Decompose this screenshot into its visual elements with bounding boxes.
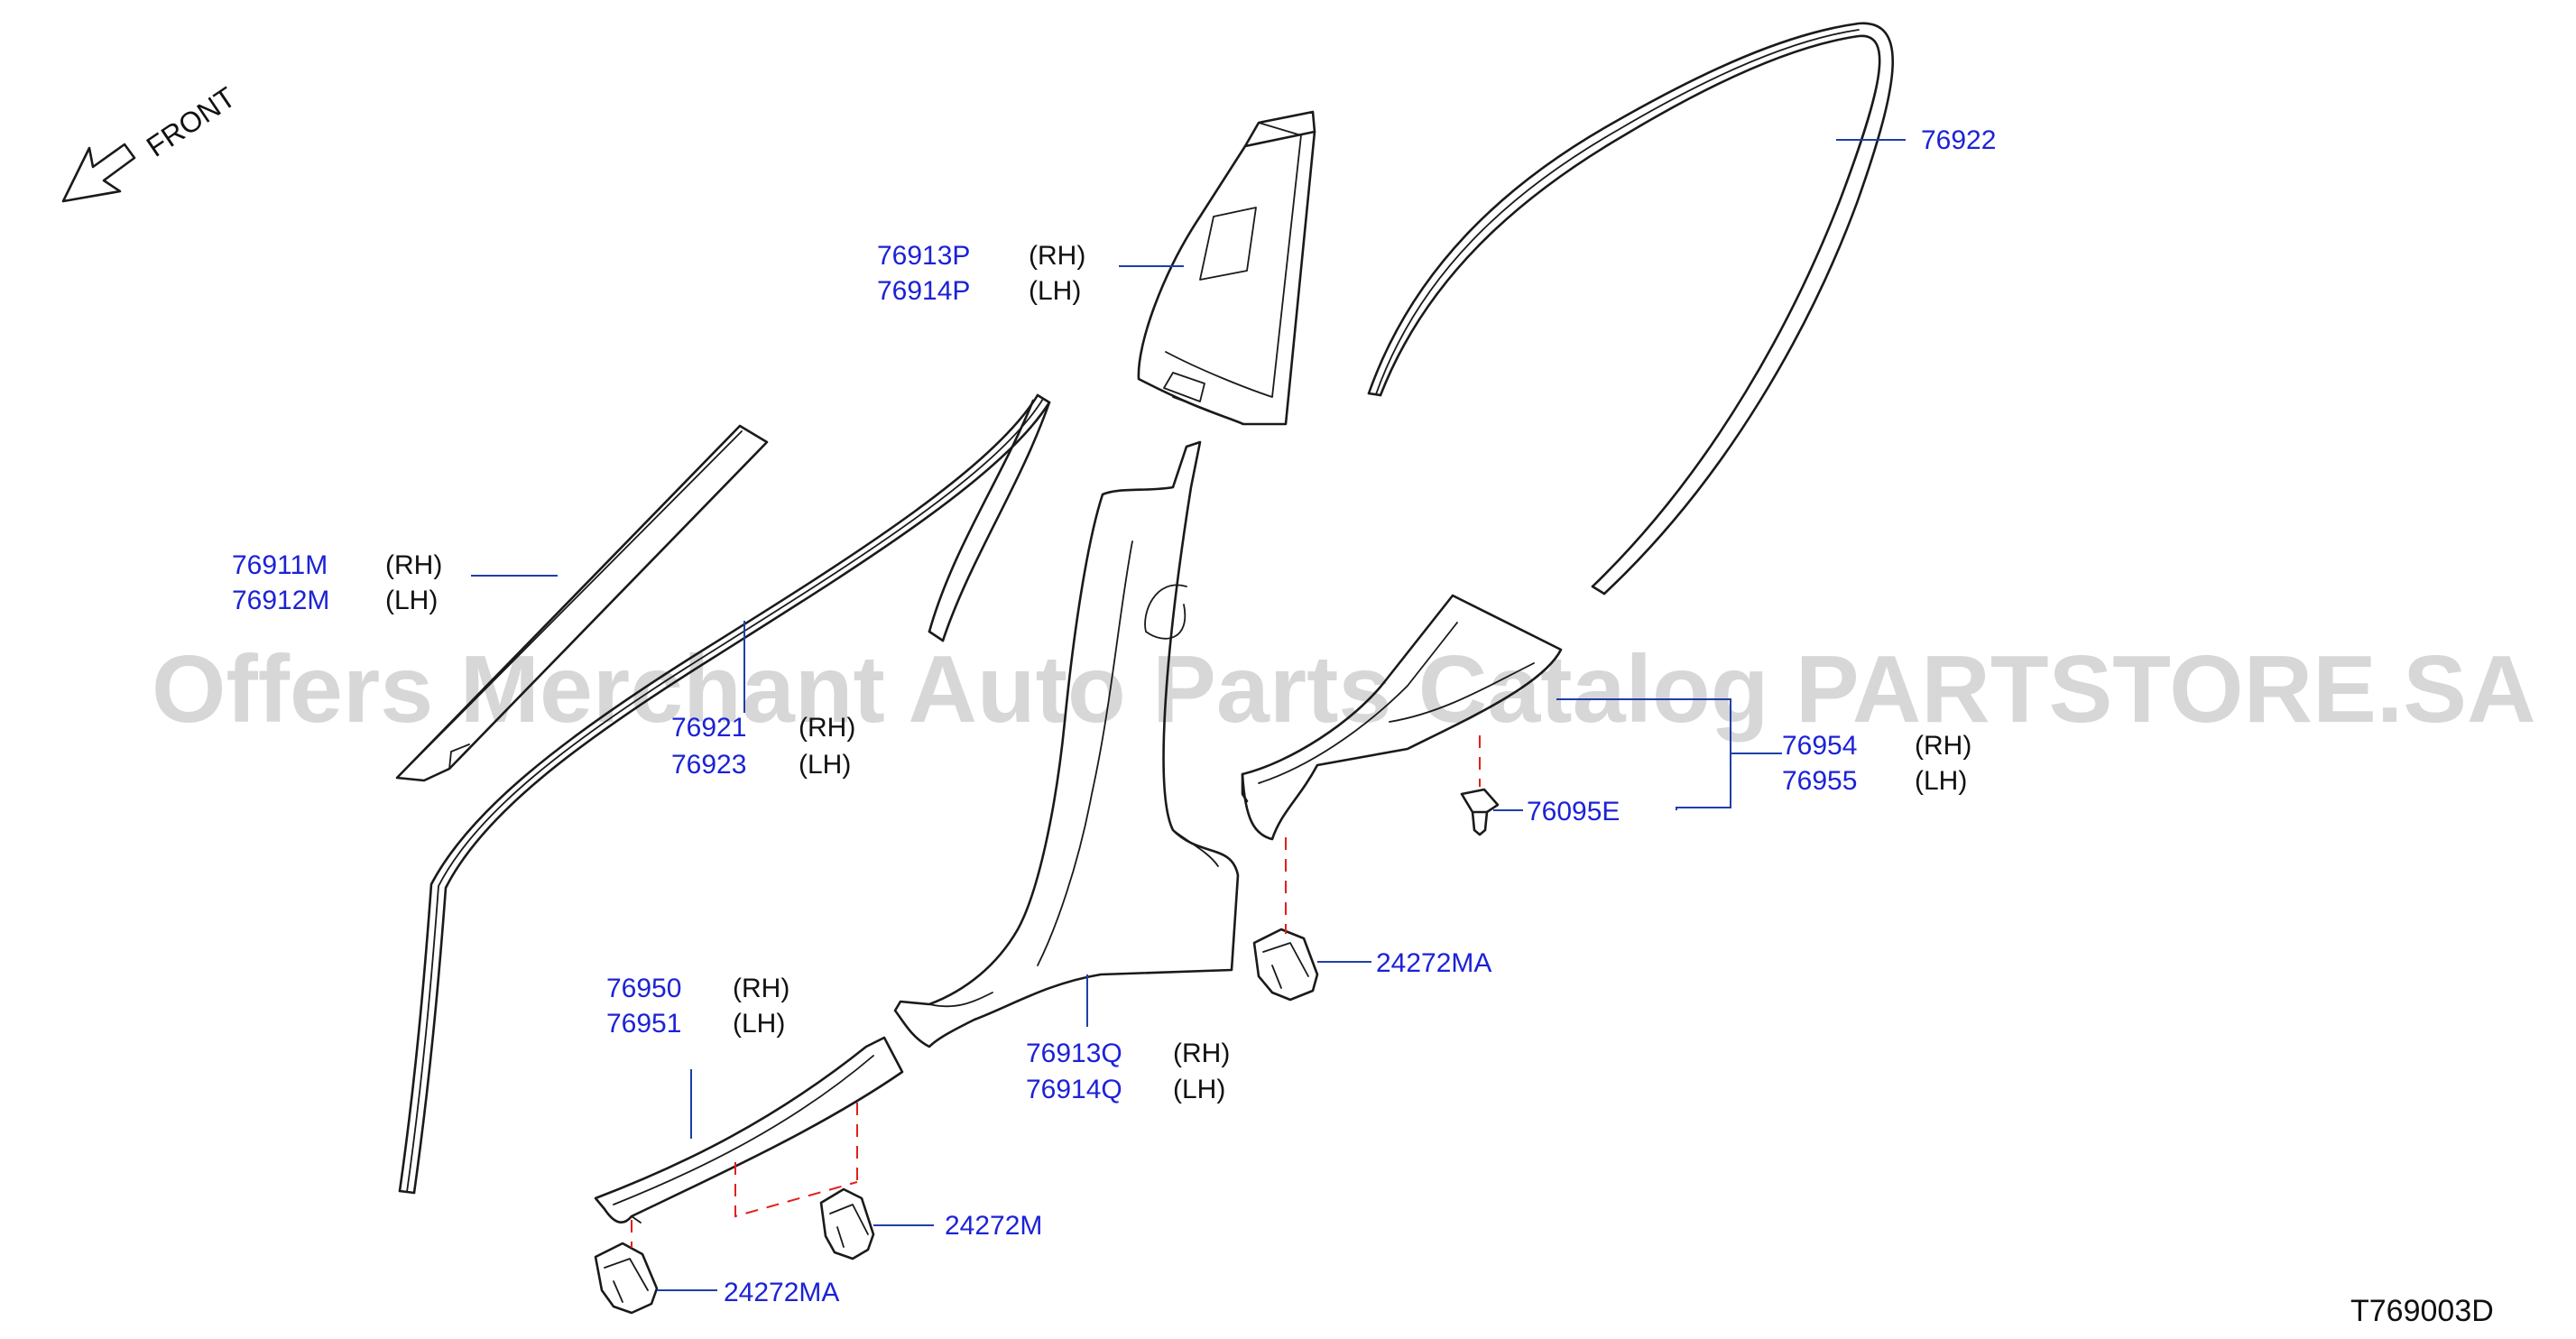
bracket-lower-part [594,1242,659,1315]
label-76950-side: (RH) [733,974,789,1003]
front-direction-indicator: FRONT [61,80,241,203]
label-76950: 76950 [606,974,681,1003]
label-24272m: 24272M [945,1211,1042,1241]
front-kick-plate-part [594,1036,904,1224]
watermark: Offers Merchant Auto Parts Catalog PARTS… [152,636,2536,743]
label-76951-side: (LH) [733,1009,785,1039]
label-76914q-side: (LH) [1173,1075,1225,1104]
label-24272ma-upper: 24272MA [1376,948,1491,978]
front-label: FRONT [141,80,241,162]
label-76921-side: (RH) [799,713,855,743]
label-76911m: 76911M [232,550,328,580]
label-76912m: 76912M [232,586,329,615]
lower-pillar-trim-part [893,440,1240,1048]
arrow-down-left-icon [61,143,136,203]
upper-pillar-trim-part [1137,110,1316,426]
label-76923: 76923 [671,750,746,780]
front-weatherstrip-part [398,393,1051,1195]
label-76914p-side: (LH) [1029,276,1081,306]
label-76913q: 76913Q [1026,1039,1122,1068]
guide-mid-bracket-a [734,1162,858,1218]
bracket-mid-part [819,1187,875,1261]
label-76951: 76951 [606,1009,681,1039]
a-pillar-garnish-part [395,424,769,782]
clip-part [1460,788,1500,836]
label-76914p: 76914P [877,276,970,306]
label-76922: 76922 [1921,125,1996,155]
label-76955-side: (LH) [1915,766,1967,796]
label-76954-side: (RH) [1915,731,1971,761]
weatherstrip-part [1367,22,1895,596]
label-76921: 76921 [671,713,746,743]
label-76095e: 76095E [1527,797,1620,826]
diagram-code: T769003D [2350,1294,2494,1328]
label-76923-side: (LH) [799,750,851,780]
label-76911m-side: (RH) [385,550,442,580]
rear-kick-plate-part [1241,594,1563,841]
label-76914q: 76914Q [1026,1075,1122,1104]
label-76913p-side: (RH) [1029,241,1085,271]
label-76954: 76954 [1782,731,1857,761]
label-76955: 76955 [1782,766,1857,796]
bracket-upper-part [1252,928,1319,1002]
label-24272ma-lower: 24272MA [724,1278,839,1307]
label-76913q-side: (RH) [1173,1039,1230,1068]
label-76913p: 76913P [877,241,970,271]
label-76912m-side: (LH) [385,586,438,615]
